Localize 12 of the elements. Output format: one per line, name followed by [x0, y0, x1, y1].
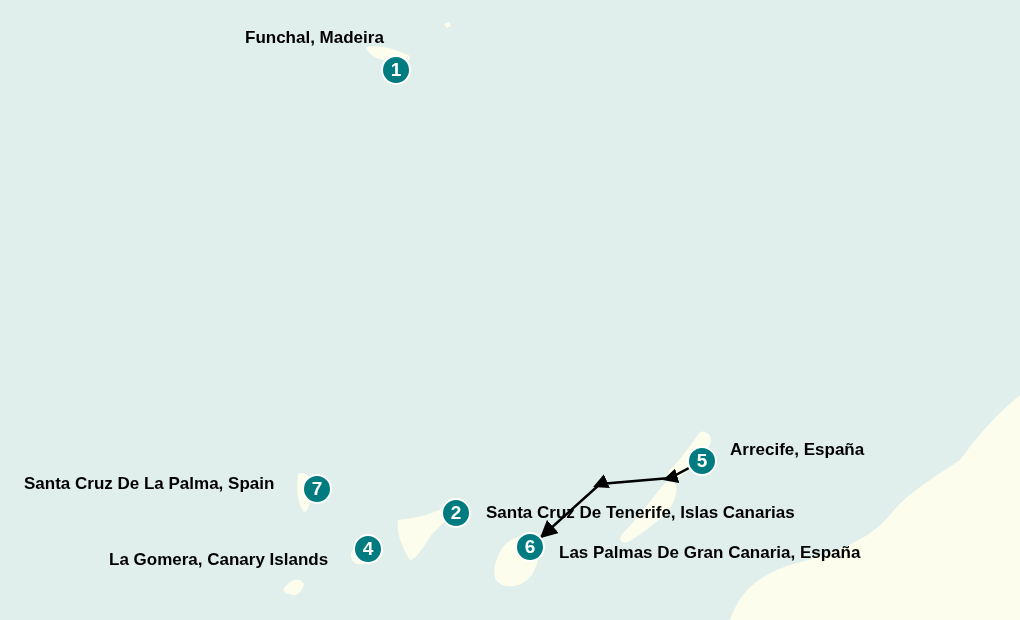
- numbered-marker: 4: [353, 534, 383, 564]
- place-label: Arrecife, España: [730, 440, 865, 460]
- place-label: La Gomera, Canary Islands: [109, 550, 329, 570]
- numbered-marker: 6: [515, 532, 545, 562]
- place-label: Santa Cruz De La Palma, Spain: [24, 474, 275, 494]
- route-arrow: [540, 466, 690, 538]
- place-label: Funchal, Madeira: [245, 28, 384, 48]
- place-label: Las Palmas De Gran Canaria, España: [559, 543, 861, 563]
- numbered-marker: 2: [441, 498, 471, 528]
- numbered-marker: 1: [381, 55, 411, 85]
- numbered-marker: 5: [687, 446, 717, 476]
- numbered-marker: 7: [302, 474, 332, 504]
